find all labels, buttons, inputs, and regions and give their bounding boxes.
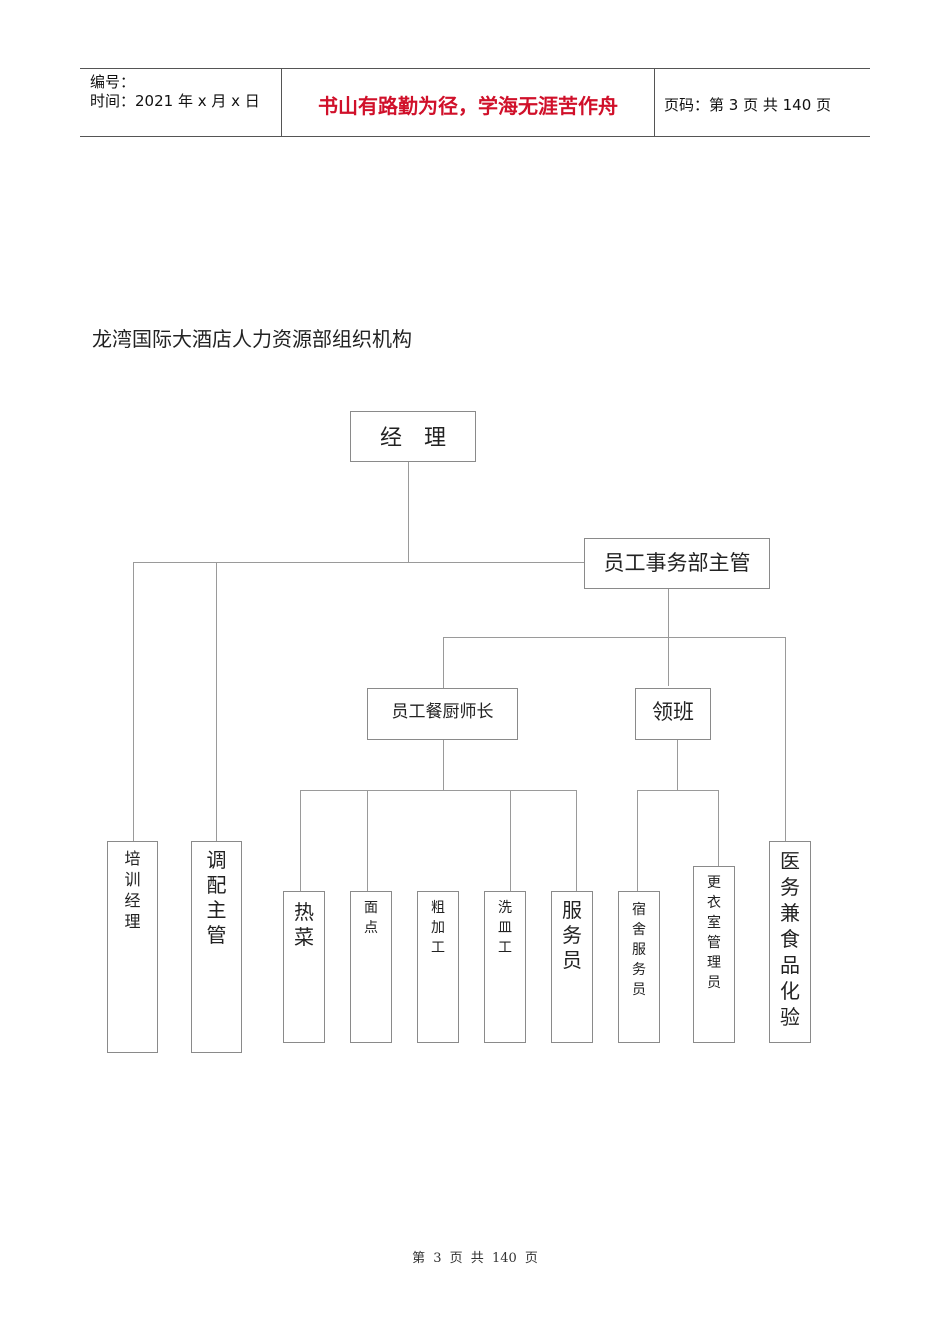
org-box-label: 员工餐厨师长: [391, 702, 494, 722]
footer-total-pages: 140: [491, 1251, 517, 1266]
header-divider-right: [654, 68, 655, 136]
org-box-deployment-supervisor: 调配主管: [191, 841, 242, 1053]
connector-line: [510, 790, 511, 891]
org-box-label: 宿舍服务员: [632, 902, 646, 998]
org-box-pastry: 面点: [350, 891, 392, 1043]
footer-label: 共: [470, 1251, 484, 1266]
header-divider-left: [281, 68, 282, 136]
document-number-label: 编号：: [90, 73, 136, 91]
connector-line: [367, 790, 368, 891]
connector-line: [718, 790, 719, 866]
connector-line: [216, 562, 217, 841]
org-box-label: 调配主管: [206, 848, 227, 947]
connector-line: [443, 637, 444, 688]
connector-line: [576, 790, 577, 891]
connector-line: [785, 637, 786, 841]
connector-line: [443, 740, 444, 790]
org-box-label: 更衣室管理员: [707, 875, 721, 991]
org-box-dishwashing: 洗皿工: [484, 891, 526, 1043]
org-box-label: 经 理: [379, 426, 446, 451]
header-top-rule: [80, 68, 870, 69]
org-box-staff-affairs-supervisor: 员工事务部主管: [584, 538, 770, 589]
org-box-label: 培训经理: [124, 849, 141, 931]
org-box-locker-room-manager: 更衣室管理员: [693, 866, 735, 1043]
org-box-staff-canteen-chef: 员工餐厨师长: [367, 688, 518, 740]
connector-line: [637, 790, 719, 791]
org-box-medical-food-testing: 医务兼食品化验: [769, 841, 811, 1043]
org-box-label: 洗皿工: [498, 900, 512, 956]
org-box-server: 服务员: [551, 891, 593, 1043]
connector-line: [443, 637, 785, 638]
page-title: 龙湾国际大酒店人力资源部组织机构: [92, 327, 412, 351]
org-box-label: 员工事务部主管: [603, 551, 751, 575]
connector-line: [300, 790, 577, 791]
connector-line: [300, 790, 301, 891]
org-box-training-manager: 培训经理: [107, 841, 158, 1053]
connector-line: [133, 562, 134, 841]
org-box-label: 服务员: [562, 898, 582, 972]
connector-line: [637, 790, 638, 891]
org-box-label: 热菜: [294, 900, 314, 949]
footer-label: 页: [449, 1251, 463, 1266]
connector-line: [408, 461, 409, 563]
connector-line: [133, 562, 585, 563]
connector-line: [677, 740, 678, 790]
org-box-manager: 经 理: [350, 411, 476, 462]
footer-label: 页: [524, 1251, 538, 1266]
org-box-label: 医务兼食品化验: [780, 849, 800, 1029]
document-time-label: 时间：2021 年 x 月 x 日: [90, 92, 260, 110]
org-box-rough-processing: 粗加工: [417, 891, 459, 1043]
footer-label: 第: [412, 1251, 426, 1266]
org-box-label: 粗加工: [431, 900, 445, 956]
header-page-info: 页码：第 3 页 共 140 页: [664, 96, 832, 114]
org-box-team-leader: 领班: [635, 688, 711, 740]
org-box-dorm-attendant: 宿舍服务员: [618, 891, 660, 1043]
org-box-label: 面点: [364, 900, 378, 936]
org-box-label: 领班: [652, 700, 694, 724]
header-slogan: 书山有路勤为径，学海无涯苦作舟: [318, 94, 618, 118]
org-box-hot-dishes: 热菜: [283, 891, 325, 1043]
footer-current-page: 3: [433, 1251, 442, 1266]
page-footer: 第 3 页 共 140 页: [0, 1247, 950, 1266]
header-bottom-rule: [80, 136, 870, 137]
